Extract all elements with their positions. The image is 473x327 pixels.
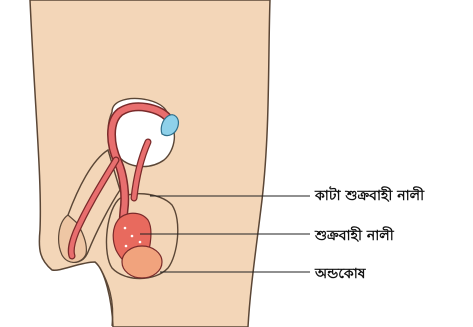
epididymis-dot [124,227,127,230]
epididymis-dot [125,245,128,248]
testis [122,246,162,278]
epididymis-dot [131,235,134,238]
label-vas-deferens: শুক্রবাহী নালী [315,228,394,244]
label-cut-vas-deferens: কাটা শুক্রবাহী নালী [315,188,424,204]
epididymis-dot [139,241,142,244]
label-scrotum: অন্ডকোষ [315,266,366,282]
